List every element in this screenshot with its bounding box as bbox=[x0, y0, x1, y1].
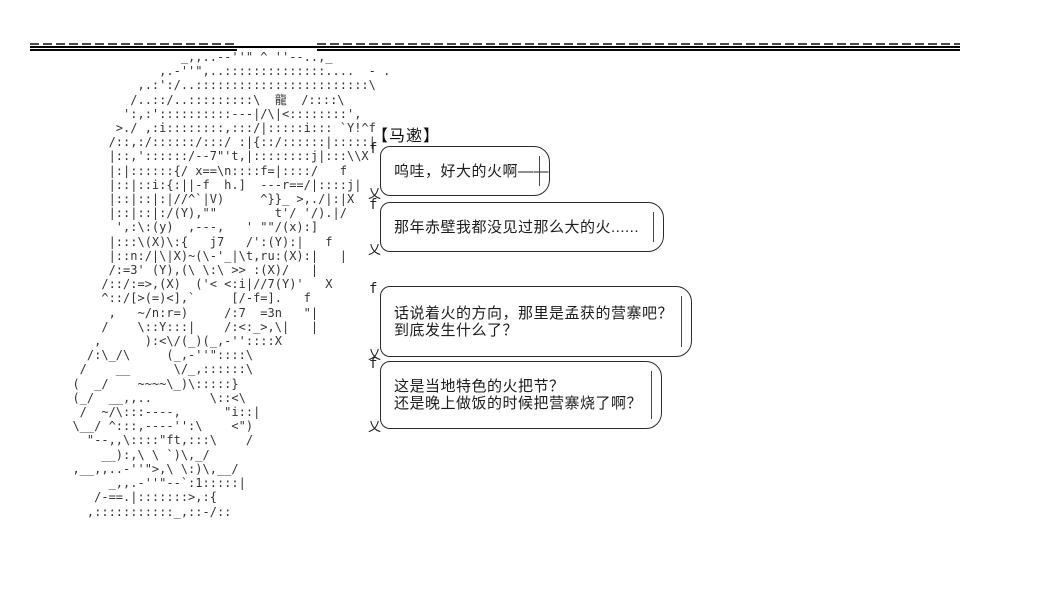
separator-solid-left bbox=[30, 49, 237, 51]
bubble-right-bar bbox=[539, 156, 540, 186]
bubble-connector-bottom-glyph: 乂 bbox=[368, 187, 382, 202]
bubble-text-line: 呜哇，好大的火啊—— bbox=[394, 162, 550, 180]
bubble-connector-top-glyph: f bbox=[369, 281, 378, 297]
bubble-text-line: 到底发生什么了？ bbox=[394, 321, 519, 339]
speech-bubble-3: f 乂 话说着火的方向，那里是孟获的营寨吧？ 到底发生什么了？ bbox=[368, 281, 692, 363]
ascii-art-character: _,,..--''" ^ ''--..,_ ,.-''",..:::::::::… bbox=[72, 50, 391, 519]
bubble-text-line: 还是晚上做饭的时候把营寨烧了啊？ bbox=[394, 395, 643, 412]
bubble-connector-top-glyph: f bbox=[369, 197, 378, 213]
bubble-right-bar bbox=[653, 212, 654, 242]
bubble-right-bar bbox=[651, 371, 652, 419]
speech-bubble-1: f 乂 呜哇，好大的火啊—— bbox=[368, 141, 550, 202]
bubble-connector-bottom-glyph: 乂 bbox=[368, 243, 382, 258]
bubble-connector-top-glyph: f bbox=[369, 356, 378, 372]
separator-dashed-left bbox=[30, 43, 237, 45]
separator-dashed-right bbox=[317, 43, 960, 45]
bubble-text-line: 话说着火的方向，那里是孟获的营寨吧？ bbox=[394, 304, 674, 322]
separator-solid-middle bbox=[30, 46, 960, 48]
bubble-right-bar bbox=[681, 296, 682, 347]
character-name-label: 【马遬】 bbox=[372, 128, 441, 145]
separator-solid-right bbox=[317, 49, 960, 51]
speech-bubble-4: f 乂 这是当地特色的火把节？ 还是晚上做饭的时候把营寨烧了啊？ bbox=[368, 356, 662, 435]
speech-bubble-2: f 乂 那年赤壁我都没见过那么大的火...... bbox=[368, 197, 664, 258]
bubble-connector-bottom-glyph: 乂 bbox=[368, 348, 382, 363]
bubble-connector-bottom-glyph: 乂 bbox=[368, 420, 382, 435]
bubble-text-line: 这是当地特色的火把节？ bbox=[394, 378, 565, 395]
bubble-text-line: 那年赤壁我都没见过那么大的火...... bbox=[394, 218, 640, 236]
bubble-connector-top-glyph: f bbox=[369, 141, 378, 157]
